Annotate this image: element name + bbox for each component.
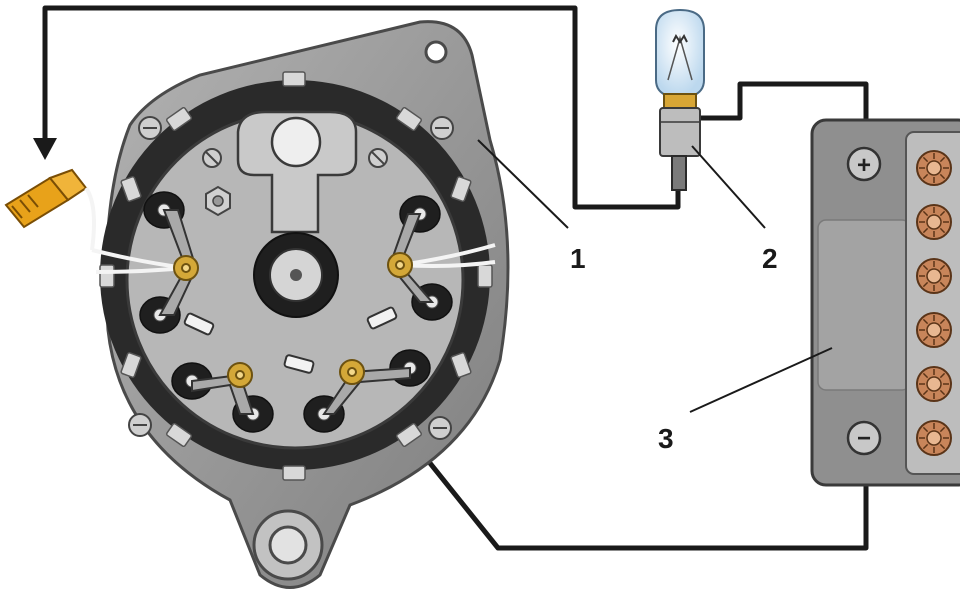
negative-terminal: −: [846, 420, 882, 456]
callout-3: 3: [658, 423, 674, 454]
brush-holder: [236, 110, 358, 234]
housing-screws: [128, 116, 454, 440]
terminals: [173, 252, 413, 388]
battery-cell-cap: [916, 366, 952, 402]
battery-cell-cap: [916, 420, 952, 456]
callout-1: 1: [570, 243, 586, 274]
battery-cell-cap: [916, 204, 952, 240]
plug-connector-icon: [4, 168, 96, 251]
positive-terminal: +: [846, 146, 882, 182]
positive-symbol: +: [857, 152, 871, 179]
callout-2: 2: [762, 243, 778, 274]
battery-cell-cap: [916, 312, 952, 348]
mounting-boss-hole: [268, 525, 308, 565]
battery-cells: [916, 150, 952, 456]
leader-2: [691, 145, 766, 229]
battery-cell-cap: [916, 150, 952, 186]
callout-leaders: [477, 139, 833, 413]
suppressor-components: [183, 306, 398, 374]
excitation-wire: [42, 5, 681, 210]
vent-slats: [99, 71, 493, 481]
light-bulb-icon: [655, 8, 705, 191]
lamp-to-battery-positive-wire: [690, 81, 869, 150]
battery-cell-cap: [916, 258, 952, 294]
battery-label-area: [817, 219, 911, 391]
mounting-hole: [424, 40, 448, 64]
leader-1: [477, 139, 569, 229]
arrow-down-icon: [33, 138, 57, 160]
brush-holder-cap: [270, 116, 322, 168]
leader-3: [689, 347, 833, 413]
negative-symbol: −: [857, 425, 871, 452]
alternator: [91, 20, 510, 589]
battery: + −: [810, 118, 960, 487]
